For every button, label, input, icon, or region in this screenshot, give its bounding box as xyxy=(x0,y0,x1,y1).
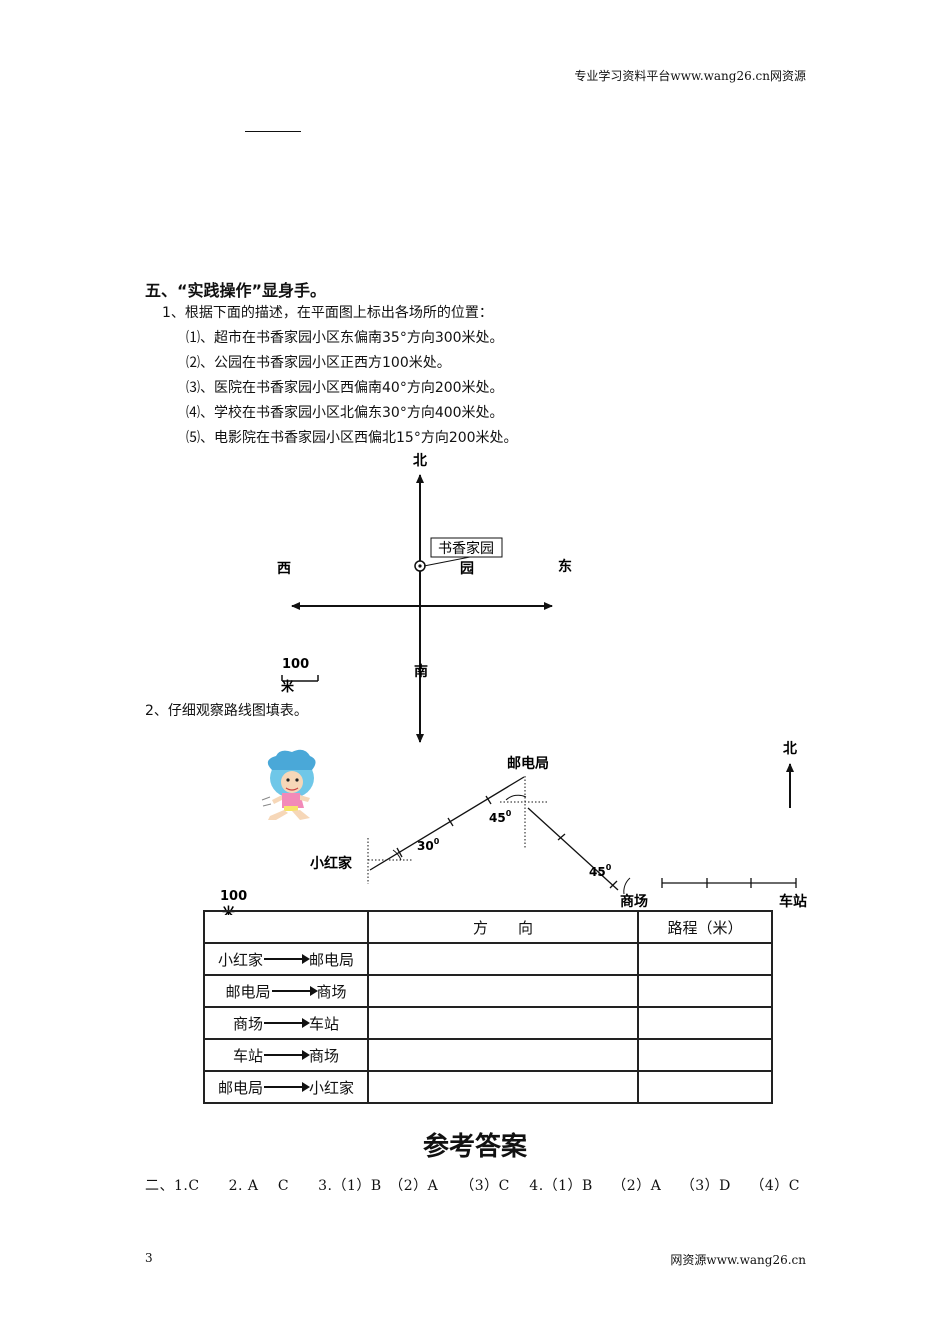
table-header-distance: 路程（米） xyxy=(637,910,773,944)
route-scale-unit: 米 xyxy=(222,905,236,915)
post-office-label: 邮电局 xyxy=(507,755,549,772)
arrow-icon xyxy=(264,1050,310,1060)
table-header-row: 方 向 路程（米） xyxy=(203,910,773,944)
table-header-cell xyxy=(203,910,369,944)
arrow-icon xyxy=(271,986,318,996)
question-2: 2、仔细观察路线图填表。 xyxy=(145,703,308,719)
west-label: 西 xyxy=(277,561,291,577)
section-title: 五、“实践操作”显身手。 xyxy=(145,281,327,300)
mall-label: 商场 xyxy=(620,893,648,910)
item-4: ⑷、学校在书香家园小区北偏东30°方向400米处。 xyxy=(186,405,504,421)
item-5: ⑸、电影院在书香家园小区西偏北15°方向200米处。 xyxy=(186,430,518,446)
center-label: 书香家园 xyxy=(438,540,494,557)
question-1: 1、根据下面的描述，在平面图上标出各场所的位置： xyxy=(162,305,493,321)
table-header-direction: 方 向 xyxy=(367,910,639,944)
girl-illustration xyxy=(261,749,316,820)
blank-underline xyxy=(245,131,301,132)
center-label-box xyxy=(430,537,503,558)
direction-cell[interactable] xyxy=(367,1070,639,1104)
distance-cell[interactable] xyxy=(637,942,773,976)
item-1: ⑴、超市在书香家园小区东偏南35°方向300米处。 xyxy=(186,330,504,346)
table-row: 商场车站 xyxy=(203,1006,773,1040)
angle-post-office: 450 xyxy=(489,809,512,825)
path-home-post xyxy=(369,776,525,871)
direction-cell[interactable] xyxy=(367,1038,639,1072)
route-north-label: 北 xyxy=(783,741,797,757)
table-row: 邮电局小红家 xyxy=(203,1070,773,1104)
direction-cell[interactable] xyxy=(367,942,639,976)
distance-cell[interactable] xyxy=(637,1006,773,1040)
center-label-overflow: 园 xyxy=(460,561,474,577)
callout-line xyxy=(423,556,471,567)
angle-mall: 450 xyxy=(589,863,612,879)
table-row: 车站商场 xyxy=(203,1038,773,1072)
east-label: 东 xyxy=(558,558,572,575)
direction-cell[interactable] xyxy=(367,1006,639,1040)
south-label: 南 xyxy=(414,663,428,680)
scale-value: 100 xyxy=(282,657,309,672)
station-label: 车站 xyxy=(779,893,807,910)
arrow-icon xyxy=(264,954,310,964)
angle-home: 300 xyxy=(417,837,440,853)
direction-cell[interactable] xyxy=(367,974,639,1008)
path-post-mall xyxy=(527,807,619,891)
answers-title: 参考答案 xyxy=(422,1132,527,1162)
arrow-icon xyxy=(264,1018,310,1028)
answers-line: 二、1.C 2. A C 3.（1）B （2）A （3）C 4.（1）B （2）… xyxy=(145,1178,800,1194)
table-row: 小红家邮电局 xyxy=(203,942,773,976)
arrow-icon xyxy=(264,1082,310,1092)
page-number: 3 xyxy=(145,1251,153,1265)
route-table: 方 向 路程（米） 小红家邮电局 邮电局商场 商场车站 车站商场 邮电局小红家 xyxy=(203,910,773,1104)
north-label: 北 xyxy=(413,453,427,469)
compass-diagram: 书香家园 园 北 南 西 东 100 米 xyxy=(277,453,572,743)
page-footer: 网资源www.wang26.cn xyxy=(670,1253,806,1267)
route-scale-value: 100 xyxy=(220,889,247,904)
distance-cell[interactable] xyxy=(637,974,773,1008)
scale-unit: 米 xyxy=(281,679,295,695)
home-label: 小红家 xyxy=(310,855,353,872)
distance-cell[interactable] xyxy=(637,1070,773,1104)
table-row: 邮电局商场 xyxy=(203,974,773,1008)
item-3: ⑶、医院在书香家园小区西偏南40°方向200米处。 xyxy=(186,380,504,396)
route-map: 北 邮电局 小红家 商场 车站 300 450 450 100 米 xyxy=(220,741,807,915)
distance-cell[interactable] xyxy=(637,1038,773,1072)
page-header: 专业学习资料平台www.wang26.cn网资源 xyxy=(574,69,806,83)
item-2: ⑵、公园在书香家园小区正西方100米处。 xyxy=(186,355,451,371)
